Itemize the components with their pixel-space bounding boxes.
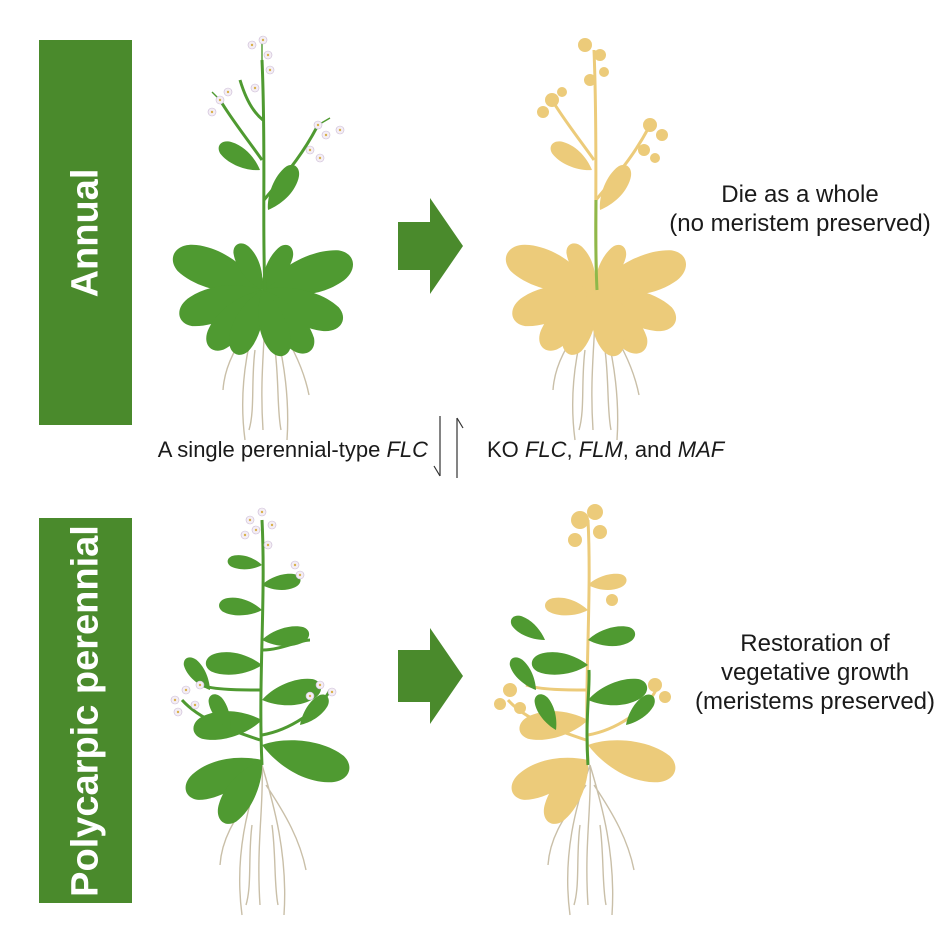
perennial-regrowing-plant <box>494 504 680 916</box>
forward-prefix: A single perennial-type <box>157 437 387 462</box>
perennial-band: Polycarpic perennial <box>39 518 132 903</box>
equilibrium-arrows-icon <box>433 416 464 478</box>
perennial-outcome-line3: (meristems preserved) <box>694 688 936 715</box>
perennial-outcome: Restoration of vegetative growth (merist… <box>680 629 950 716</box>
annual-band: Annual <box>39 40 132 425</box>
annual-green-plant <box>167 35 359 441</box>
forward-gene: FLC <box>386 437 428 462</box>
reverse-prefix: KO <box>487 437 525 462</box>
perennial-green-plant <box>170 507 354 916</box>
perennial-outcome-line2: vegetative growth <box>720 659 910 686</box>
reverse-gene-2: FLM <box>578 437 623 462</box>
perennial-outcome-line1: Restoration of <box>740 630 890 657</box>
annual-outcome-line1: Die as a whole <box>721 181 879 208</box>
annual-green-arrow-icon <box>398 198 463 294</box>
annual-outcome: Die as a whole (no meristem preserved) <box>655 180 945 238</box>
reverse-sep-2: , and <box>622 437 678 462</box>
annual-senesced-plant <box>500 38 692 441</box>
perennial-green-arrow-icon <box>398 628 463 724</box>
reverse-transition-label: KO FLC, FLM, and MAF <box>487 437 724 463</box>
reverse-sep-1: , <box>566 437 579 462</box>
forward-transition-label: A single perennial-type FLC <box>158 437 428 463</box>
annual-outcome-line2: (no meristem preserved) <box>669 210 931 237</box>
reverse-gene-3: MAF <box>677 437 725 462</box>
reverse-gene-1: FLC <box>524 437 567 462</box>
